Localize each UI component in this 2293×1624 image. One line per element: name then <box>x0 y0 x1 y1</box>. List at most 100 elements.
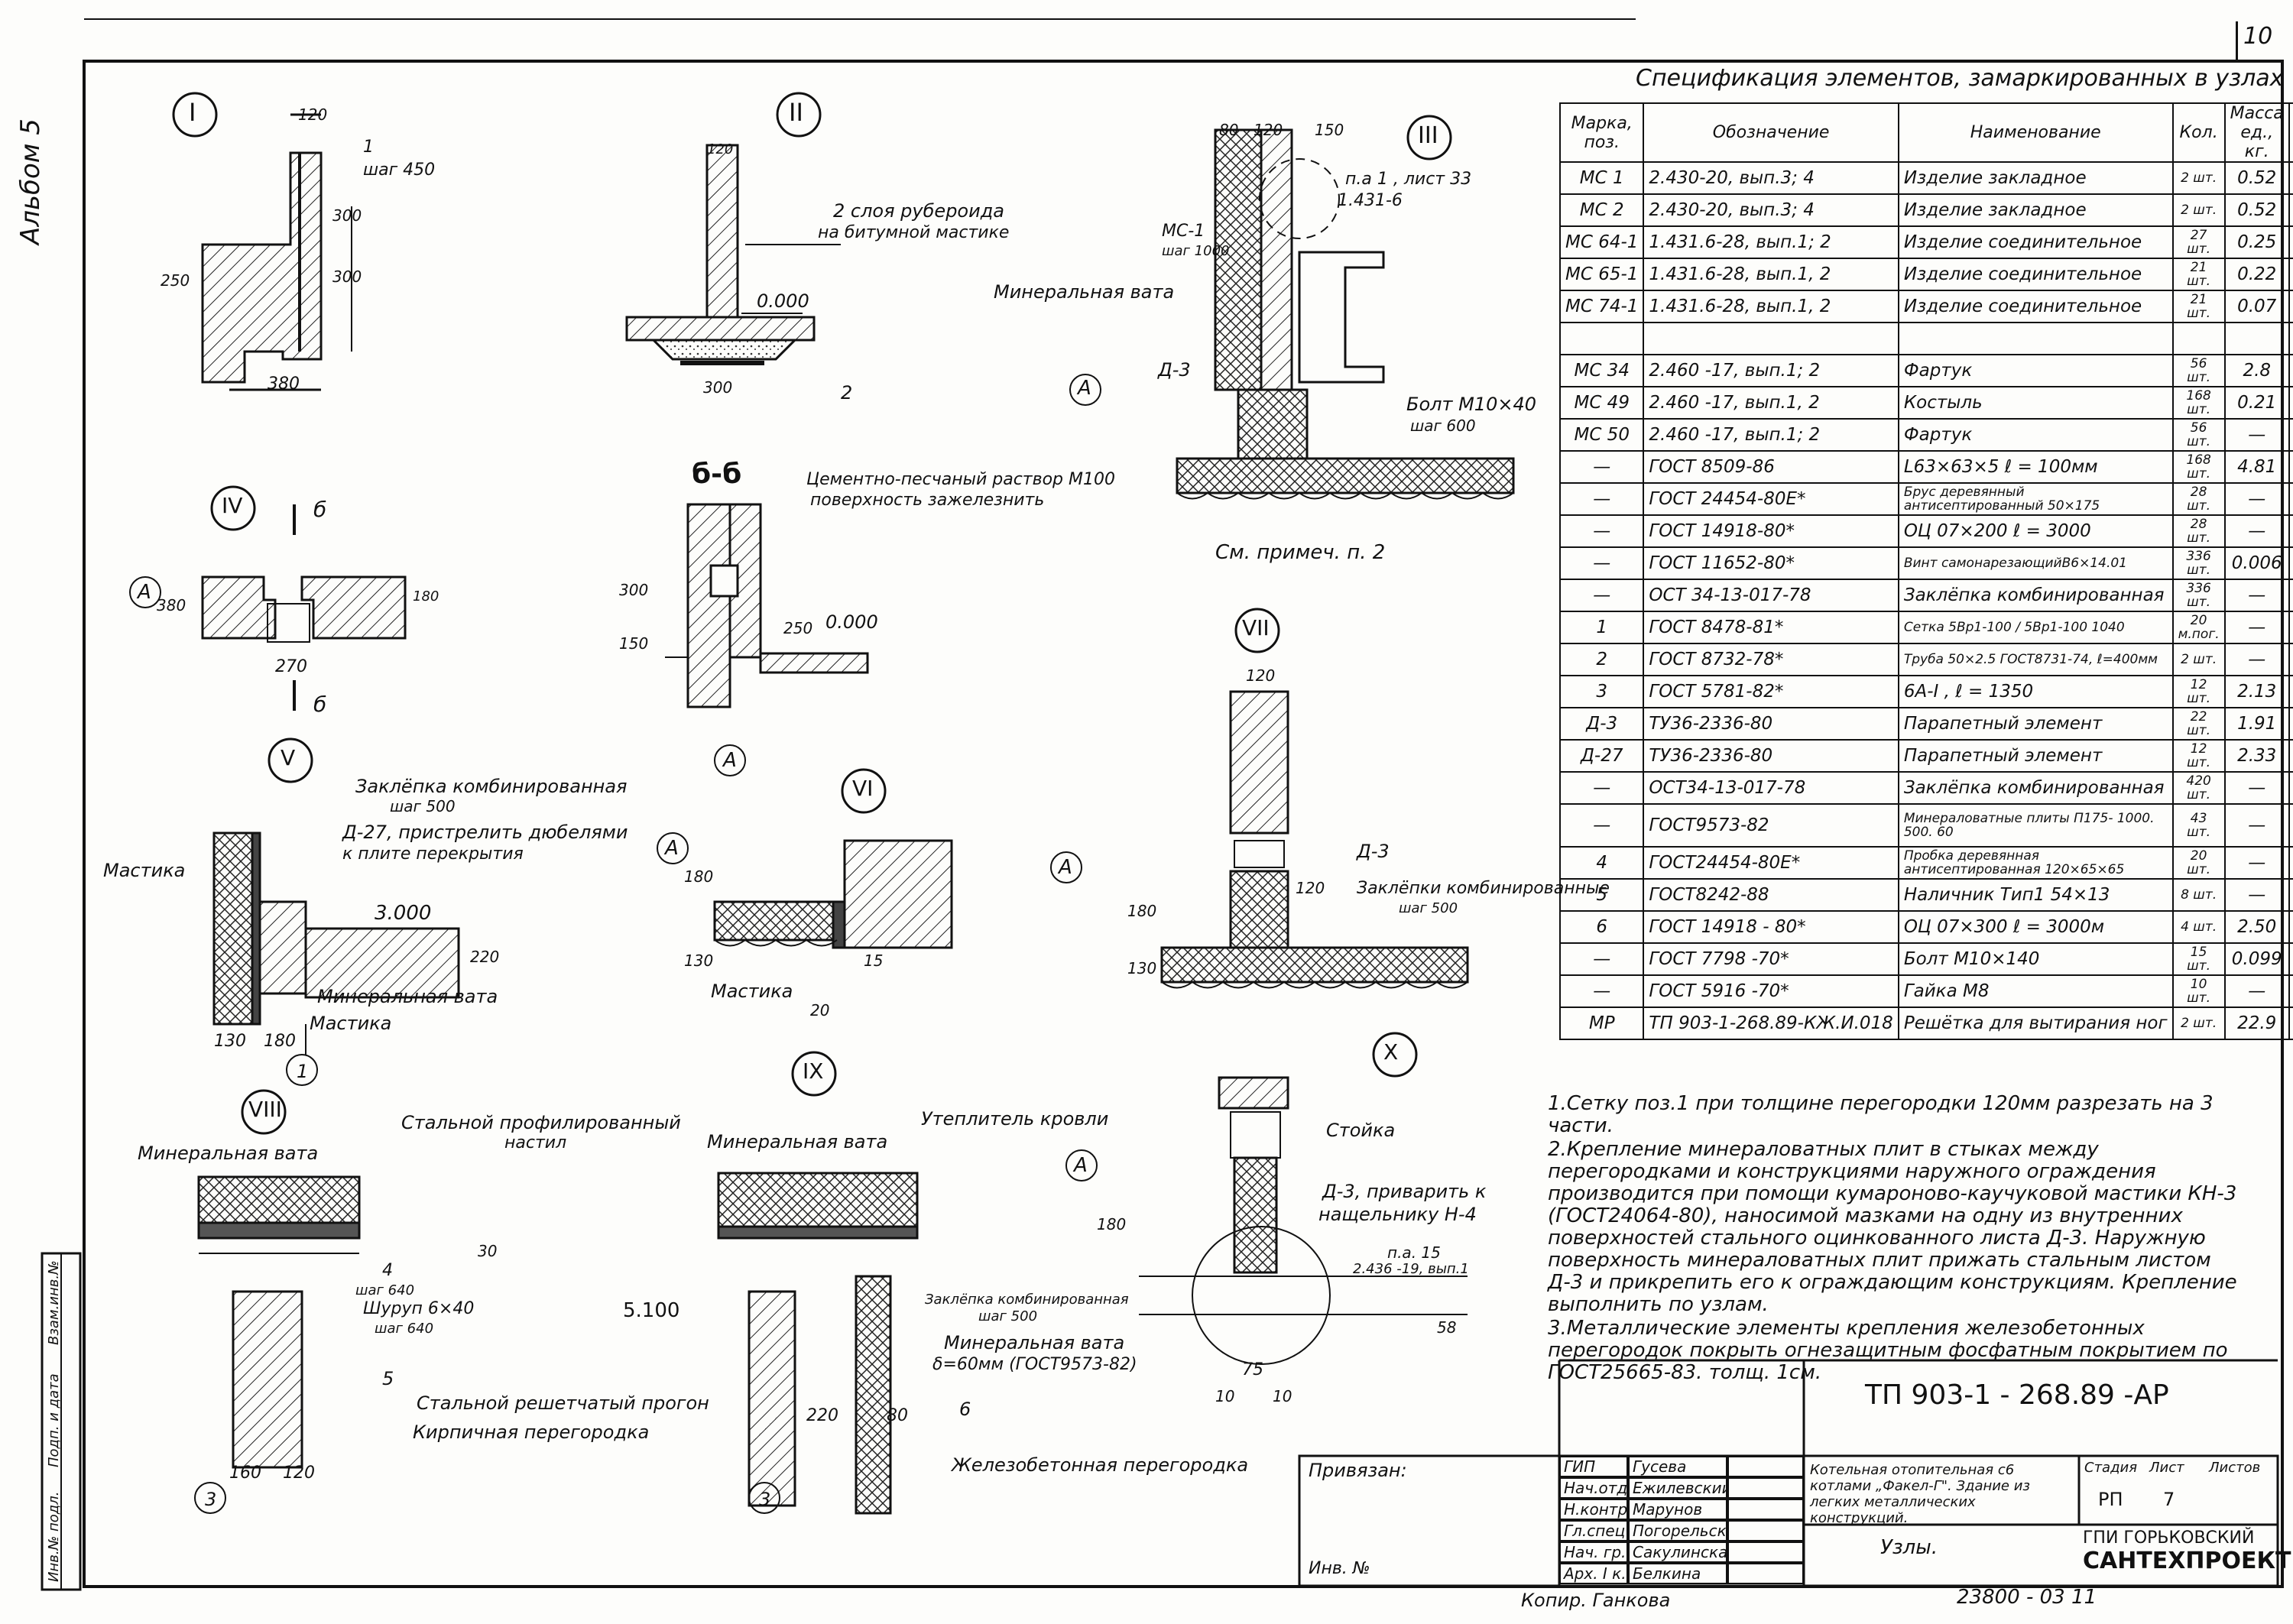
node-v-callout: Д-27, пристрелить дюбелями <box>342 822 628 843</box>
spec-cell: МС 64-1 <box>1558 225 1645 259</box>
section-bb-dim: 300 <box>619 581 649 599</box>
spec-cell: — <box>1558 450 1645 484</box>
node-vi-dim: 130 <box>684 951 714 970</box>
spec-cell: 4 шт. <box>2171 910 2226 944</box>
node-iv-dim: 380 <box>157 596 186 614</box>
node-v-dim: 180 <box>264 1032 296 1051</box>
org-line-2: САНТЕХПРОЕКТ <box>2083 1548 2291 1574</box>
node-ii-callout: на битумной мастике <box>818 223 1010 242</box>
node-iii-callout: Минеральная вата <box>994 281 1175 303</box>
spec-cell: Изделие закладное <box>1897 161 2174 195</box>
inv-label: Инв. № <box>1309 1559 1370 1578</box>
title-signature-cell <box>1727 1456 1804 1477</box>
section-bb-callout: поверхность зажелезнить <box>810 491 1045 510</box>
drawing-code: ТП 903-1 - 268.89 -АР <box>1865 1379 2169 1411</box>
spec-cell: ГОСТ 7798 -70* <box>1643 942 1899 976</box>
node-iii-callout: Болт М10×40 <box>1406 394 1536 415</box>
spec-cell: 2.430-20, вып.3; 4 <box>1643 193 1899 227</box>
spec-cell: — <box>1558 514 1645 548</box>
spec-header-cell: Кол. <box>2171 102 2226 163</box>
node-v-callout: Мастика <box>310 1013 392 1034</box>
spec-cell: 28 шт. <box>2171 514 2226 548</box>
title-role: Н.контр <box>1559 1499 1628 1520</box>
title-role: Нач.отд <box>1559 1477 1628 1499</box>
section-bb-callout: А <box>723 749 737 772</box>
node-iii-callout: 1.431-6 <box>1338 191 1403 210</box>
node-vii-dim: 130 <box>1127 959 1157 977</box>
node-viii-drawing <box>194 1089 361 1514</box>
spec-cell <box>2288 974 2293 1008</box>
spec-cell: 43 шт. <box>2171 803 2226 848</box>
spec-cell: 0.25 <box>2223 225 2290 259</box>
spec-cell: МС 2 <box>1558 193 1645 227</box>
spec-cell <box>1643 322 1899 355</box>
title-name: Гусева <box>1628 1456 1727 1477</box>
spec-cell: — <box>2223 643 2290 676</box>
spec-cell: Винт самонарезающийВ6×14.01 <box>1897 546 2174 580</box>
node-ii-callout: 2 <box>841 382 853 404</box>
spec-cell: 336 шт. <box>2171 579 2226 612</box>
node-ii-drawing <box>625 92 841 365</box>
node-x-dim: 180 <box>1097 1215 1127 1233</box>
spec-cell: — <box>2223 846 2290 880</box>
title-role: Гл.спец <box>1559 1520 1628 1541</box>
spec-cell: 0.099 <box>2223 942 2290 976</box>
notes-block: 1.Сетку поз.1 при толщине перегородки 12… <box>1548 1093 2251 1386</box>
title-name: Белкина <box>1628 1563 1727 1584</box>
spec-cell: ℓ=3000 <box>2288 878 2293 912</box>
spec-cell: 0.07 <box>2223 290 2290 323</box>
spec-cell: ГОСТ 24454-80Е* <box>1643 482 1899 516</box>
spec-cell: ТП 903-1-268.89-КЖ.И.018 <box>1643 1006 1899 1040</box>
spec-cell: ГОСТ 5916 -70* <box>1643 974 1899 1008</box>
spec-cell <box>2288 258 2293 291</box>
spec-cell: Гайка М8 <box>1897 974 2174 1008</box>
spec-cell: 2 шт. <box>2171 193 2226 227</box>
spec-cell: 2.8 <box>2223 354 2290 387</box>
node-viii-callout: Стальной решетчатый прогон <box>417 1392 709 1414</box>
spec-cell: Парапетный элемент <box>1897 739 2174 773</box>
node-iv-callout: б <box>313 692 327 717</box>
note-item: 2.Крепление минераловатных плит в стыках… <box>1548 1138 2237 1316</box>
spec-cell: ГОСТ 5781-82* <box>1643 675 1899 708</box>
node-v-dim: 3.000 <box>375 902 432 925</box>
spec-cell: ГОСТ8242-88 <box>1643 878 1899 912</box>
node-v-callout: Мастика <box>103 860 186 881</box>
node-viii-callout: 5 <box>382 1368 394 1389</box>
node-vii-callout: А <box>1059 856 1072 879</box>
node-iv-dim: 180 <box>413 588 439 605</box>
spec-cell: — <box>2223 418 2290 452</box>
title-name: Сакулинская <box>1628 1541 1727 1563</box>
node-iii-callout: МС-1 <box>1162 222 1205 241</box>
stage-label: Стадия <box>2084 1460 2138 1476</box>
node-viii-callout: шаг 640 <box>375 1321 434 1337</box>
spec-cell: ОЦ 07×300 ℓ = 3000м <box>1897 910 2174 944</box>
spec-cell <box>2171 322 2226 355</box>
node-ix-label: IX <box>803 1058 824 1084</box>
spec-cell: 2.33 <box>2223 739 2290 773</box>
spec-cell: 2 шт. <box>2171 643 2226 676</box>
spec-cell: 0.21 <box>2223 386 2290 420</box>
node-iv-callout: А <box>138 581 151 604</box>
spec-cell: ТУ36-2336-80 <box>1643 707 1899 741</box>
spec-cell: 22.9 <box>2223 1006 2290 1040</box>
spec-cell: МС 34 <box>1558 354 1645 387</box>
title-name: Ежилевский <box>1628 1477 1727 1499</box>
spec-cell: 168 шт. <box>2171 386 2226 420</box>
title-signature-cell <box>1727 1520 1804 1541</box>
spec-cell: Заклёпка комбинированная <box>1897 771 2174 805</box>
node-vii-callout: шаг 500 <box>1399 900 1458 916</box>
title-signature-cell <box>1727 1499 1804 1520</box>
archive-number: 23800 - 03 11 <box>1957 1586 2097 1609</box>
node-ix-drawing <box>717 1051 919 1515</box>
spec-cell: 2.13 <box>2223 675 2290 708</box>
spec-cell: 56 шт. <box>2171 354 2226 387</box>
spec-cell: Труба 50×2.5 ГОСТ8731-74, ℓ=400мм <box>1897 643 2174 676</box>
spec-cell: 1.431.6-28, вып.1; 2 <box>1643 225 1899 259</box>
sheet-name: Узлы. <box>1880 1536 1938 1559</box>
